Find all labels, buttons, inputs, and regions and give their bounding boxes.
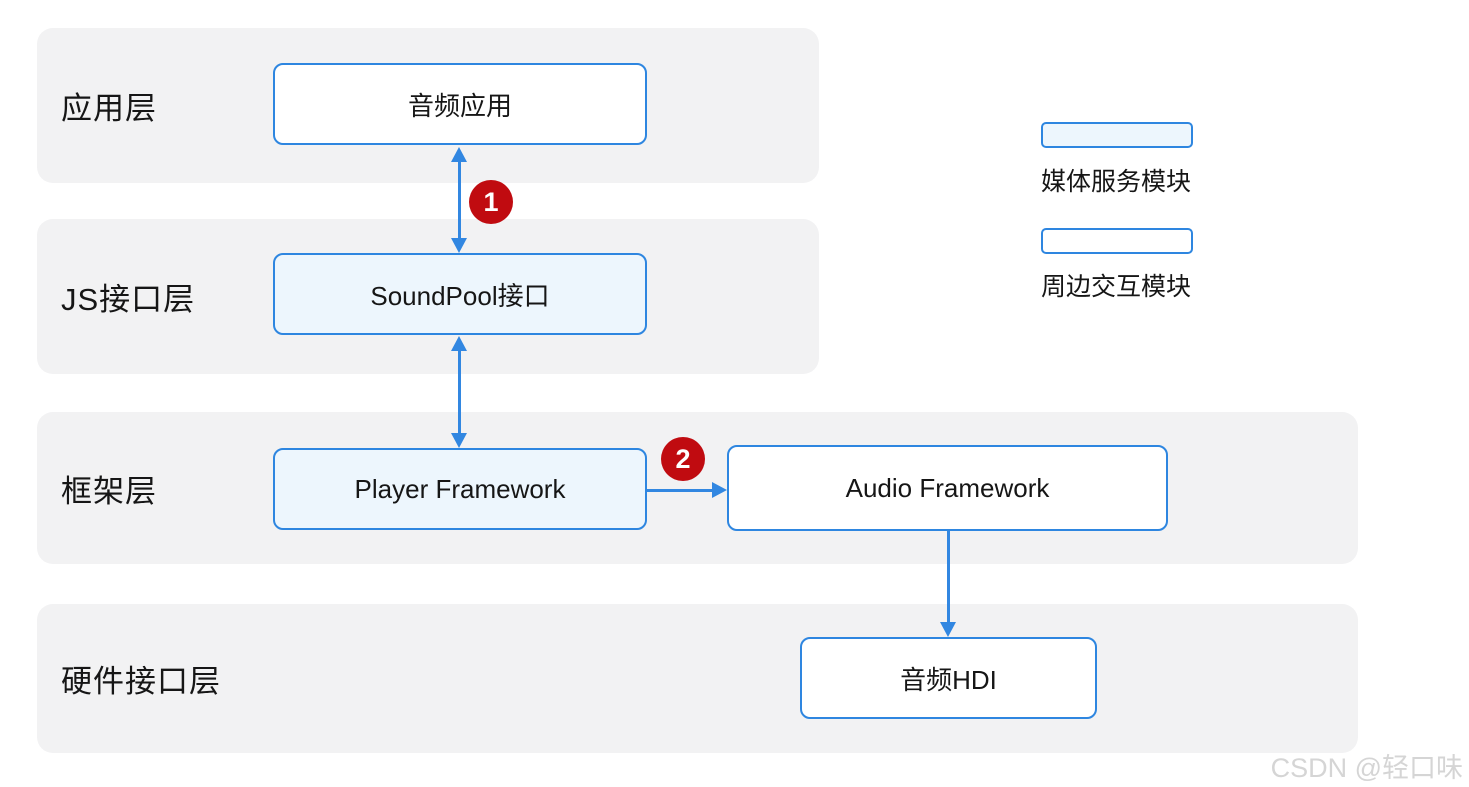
layer-label: JS接口层 — [61, 282, 196, 317]
arrow-app-soundpool-bidirectional — [451, 147, 467, 253]
step-badge-1: 1 — [469, 180, 513, 224]
legend-swatch-peripheral-interaction — [1041, 228, 1193, 254]
legend-swatch-media-service — [1041, 122, 1193, 148]
arrow-shaft — [647, 488, 715, 492]
layer-hardware-interface: 硬件接口层 — [37, 604, 1358, 753]
legend-label-media-service: 媒体服务模块 — [1041, 168, 1192, 196]
csdn-watermark: CSDN @轻口味 — [1270, 753, 1463, 783]
arrow-audio-framework-to-hdi — [940, 531, 956, 637]
layer-label: 框架层 — [61, 473, 157, 509]
node-player-framework: Player Framework — [273, 448, 647, 530]
arrowhead-down-icon — [451, 433, 467, 448]
arrow-player-to-audio-framework — [647, 482, 727, 498]
arrowhead-up-icon — [451, 336, 467, 351]
arrowhead-down-icon — [940, 622, 956, 637]
node-soundpool-interface: SoundPool接口 — [273, 253, 647, 335]
arrow-shaft — [457, 159, 461, 241]
node-audio-hdi: 音频HDI — [800, 637, 1097, 719]
arrowhead-right-icon — [712, 482, 727, 498]
arrow-shaft — [946, 531, 950, 625]
layer-label: 应用层 — [61, 91, 157, 126]
node-audio-framework: Audio Framework — [727, 445, 1168, 531]
layer-js-interface: JS接口层 — [37, 219, 819, 374]
layer-label: 硬件接口层 — [61, 664, 221, 699]
arrowhead-down-icon — [451, 238, 467, 253]
step-badge-2: 2 — [661, 437, 705, 481]
arrow-soundpool-player-bidirectional — [451, 336, 467, 448]
legend-label-peripheral-interaction: 周边交互模块 — [1041, 273, 1192, 301]
arrowhead-up-icon — [451, 147, 467, 162]
arrow-shaft — [457, 348, 461, 436]
node-audio-application: 音频应用 — [273, 63, 647, 145]
